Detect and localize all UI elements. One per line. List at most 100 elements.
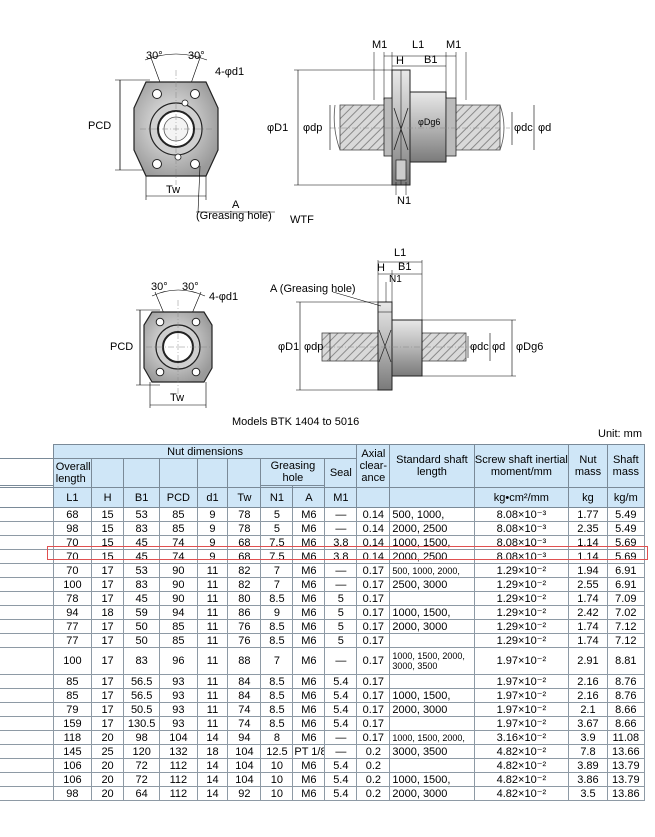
cell-inertia: 1.97×10⁻² [473, 716, 570, 731]
cell-nut: 2.16 [568, 688, 608, 703]
model-cell [0, 549, 54, 564]
cell-shaft: 13.79 [606, 772, 646, 787]
cell-l1: 77 [52, 633, 93, 648]
cell-a: M6 [292, 730, 326, 745]
bottom-greasing-label: A (Greasing hole) [270, 283, 356, 295]
cell-b1: 45 [123, 591, 161, 606]
cell-l1: 98 [52, 521, 93, 536]
top-d1: φD1 [267, 122, 289, 134]
bottom-tw-label: Tw [170, 392, 185, 404]
cell-b1: 83 [123, 577, 161, 592]
header-b1-spacer [123, 458, 161, 488]
bottom-angle-left: 30° [151, 281, 168, 293]
cell-d1: 11 [196, 563, 229, 578]
top-d: φd [538, 122, 552, 134]
model-cell [0, 716, 54, 731]
cell-n1: 5 [260, 521, 294, 536]
top-side-view [294, 52, 535, 195]
cell-ax: 0.17 [356, 605, 391, 620]
header-d1-spacer [196, 458, 229, 488]
spec-table: Nut dimensions Axial clear-ance Standard… [0, 444, 646, 801]
cell-inertia: 1.97×10⁻² [473, 688, 570, 703]
cell-m1: 5 [324, 591, 358, 606]
cell-h: 15 [91, 521, 125, 536]
model-cell [0, 758, 54, 773]
cell-nut: 2.91 [568, 647, 608, 675]
cell-l1: 98 [52, 786, 93, 801]
cell-m1: 5.4 [324, 786, 358, 801]
cell-l1: 145 [52, 744, 93, 759]
figure-caption: Models BTK 1404 to 5016 [232, 416, 360, 428]
top-angle-left: 30° [146, 50, 163, 62]
cell-n1: 8.5 [260, 633, 294, 648]
cell-inertia: 1.97×10⁻² [473, 674, 570, 689]
cell-inertia: 1.97×10⁻² [473, 647, 570, 675]
corner-cell [0, 444, 54, 459]
cell-d1: 14 [196, 772, 229, 787]
cell-nut: 2.16 [568, 674, 608, 689]
cell-tw: 92 [227, 786, 262, 801]
cell-pcd: 112 [159, 786, 198, 801]
cell-ax: 0.17 [356, 633, 391, 648]
cell-pcd: 74 [159, 535, 198, 550]
cell-pcd: 93 [159, 702, 198, 717]
cell-ax: 0.2 [356, 744, 391, 759]
bottom-side-view [296, 260, 516, 391]
cell-n1: 9 [260, 605, 294, 620]
spacer-cell [0, 458, 54, 486]
cell-h: 17 [91, 674, 125, 689]
cell-d1: 14 [196, 730, 229, 745]
cell-d1: 11 [196, 716, 229, 731]
cell-b1: 56.5 [123, 688, 161, 703]
cell-n1: 7 [260, 577, 294, 592]
cell-std: 500, 1000, [389, 507, 475, 522]
cell-d1: 11 [196, 688, 229, 703]
cell-l1: 106 [52, 758, 93, 773]
cell-inertia: 1.29×10⁻² [473, 591, 570, 606]
cell-b1: 45 [123, 549, 161, 564]
cell-pcd: 90 [159, 577, 198, 592]
model-cell [0, 702, 54, 717]
cell-pcd: 93 [159, 674, 198, 689]
cell-ax: 0.17 [356, 591, 391, 606]
cell-shaft: 7.12 [606, 633, 646, 648]
header-nut-dimensions: Nut dimensions [52, 444, 358, 459]
cell-nut: 3.9 [568, 730, 608, 745]
cell-std: 1000, 1500, 2000, 3000, 3500 [389, 647, 475, 675]
header-greasing-hole: Greasing hole [260, 458, 326, 486]
cell-tw: 94 [227, 730, 262, 745]
cell-n1: 7.5 [260, 549, 294, 564]
cell-b1: 83 [123, 521, 161, 536]
cell-b1: 83 [123, 647, 161, 675]
cell-inertia: 8.08×10⁻³ [473, 535, 570, 550]
technical-drawing [115, 52, 535, 408]
cell-std: 1000, 1500, [389, 772, 475, 787]
cell-pcd: 132 [159, 744, 198, 759]
cell-inertia: 1.97×10⁻² [473, 702, 570, 717]
cell-ax: 0.17 [356, 688, 391, 703]
cell-pcd: 112 [159, 758, 198, 773]
cell-m1: — [324, 744, 358, 759]
cell-ax: 0.14 [356, 507, 391, 522]
cell-tw: 84 [227, 688, 262, 703]
cell-h: 20 [91, 758, 125, 773]
cell-shaft: 5.69 [606, 549, 646, 564]
cell-b1: 50 [123, 619, 161, 634]
cell-a: M6 [292, 688, 326, 703]
cell-d1: 9 [196, 507, 229, 522]
cell-nut: 1.74 [568, 633, 608, 648]
cell-h: 18 [91, 605, 125, 620]
cell-b1: 120 [123, 744, 161, 759]
cell-l1: 85 [52, 674, 93, 689]
cell-tw: 88 [227, 647, 262, 675]
top-greasing-hole: (Greasing hole) [196, 210, 272, 222]
model-cell [0, 535, 54, 550]
cell-n1: 5 [260, 507, 294, 522]
cell-m1: 5.4 [324, 716, 358, 731]
